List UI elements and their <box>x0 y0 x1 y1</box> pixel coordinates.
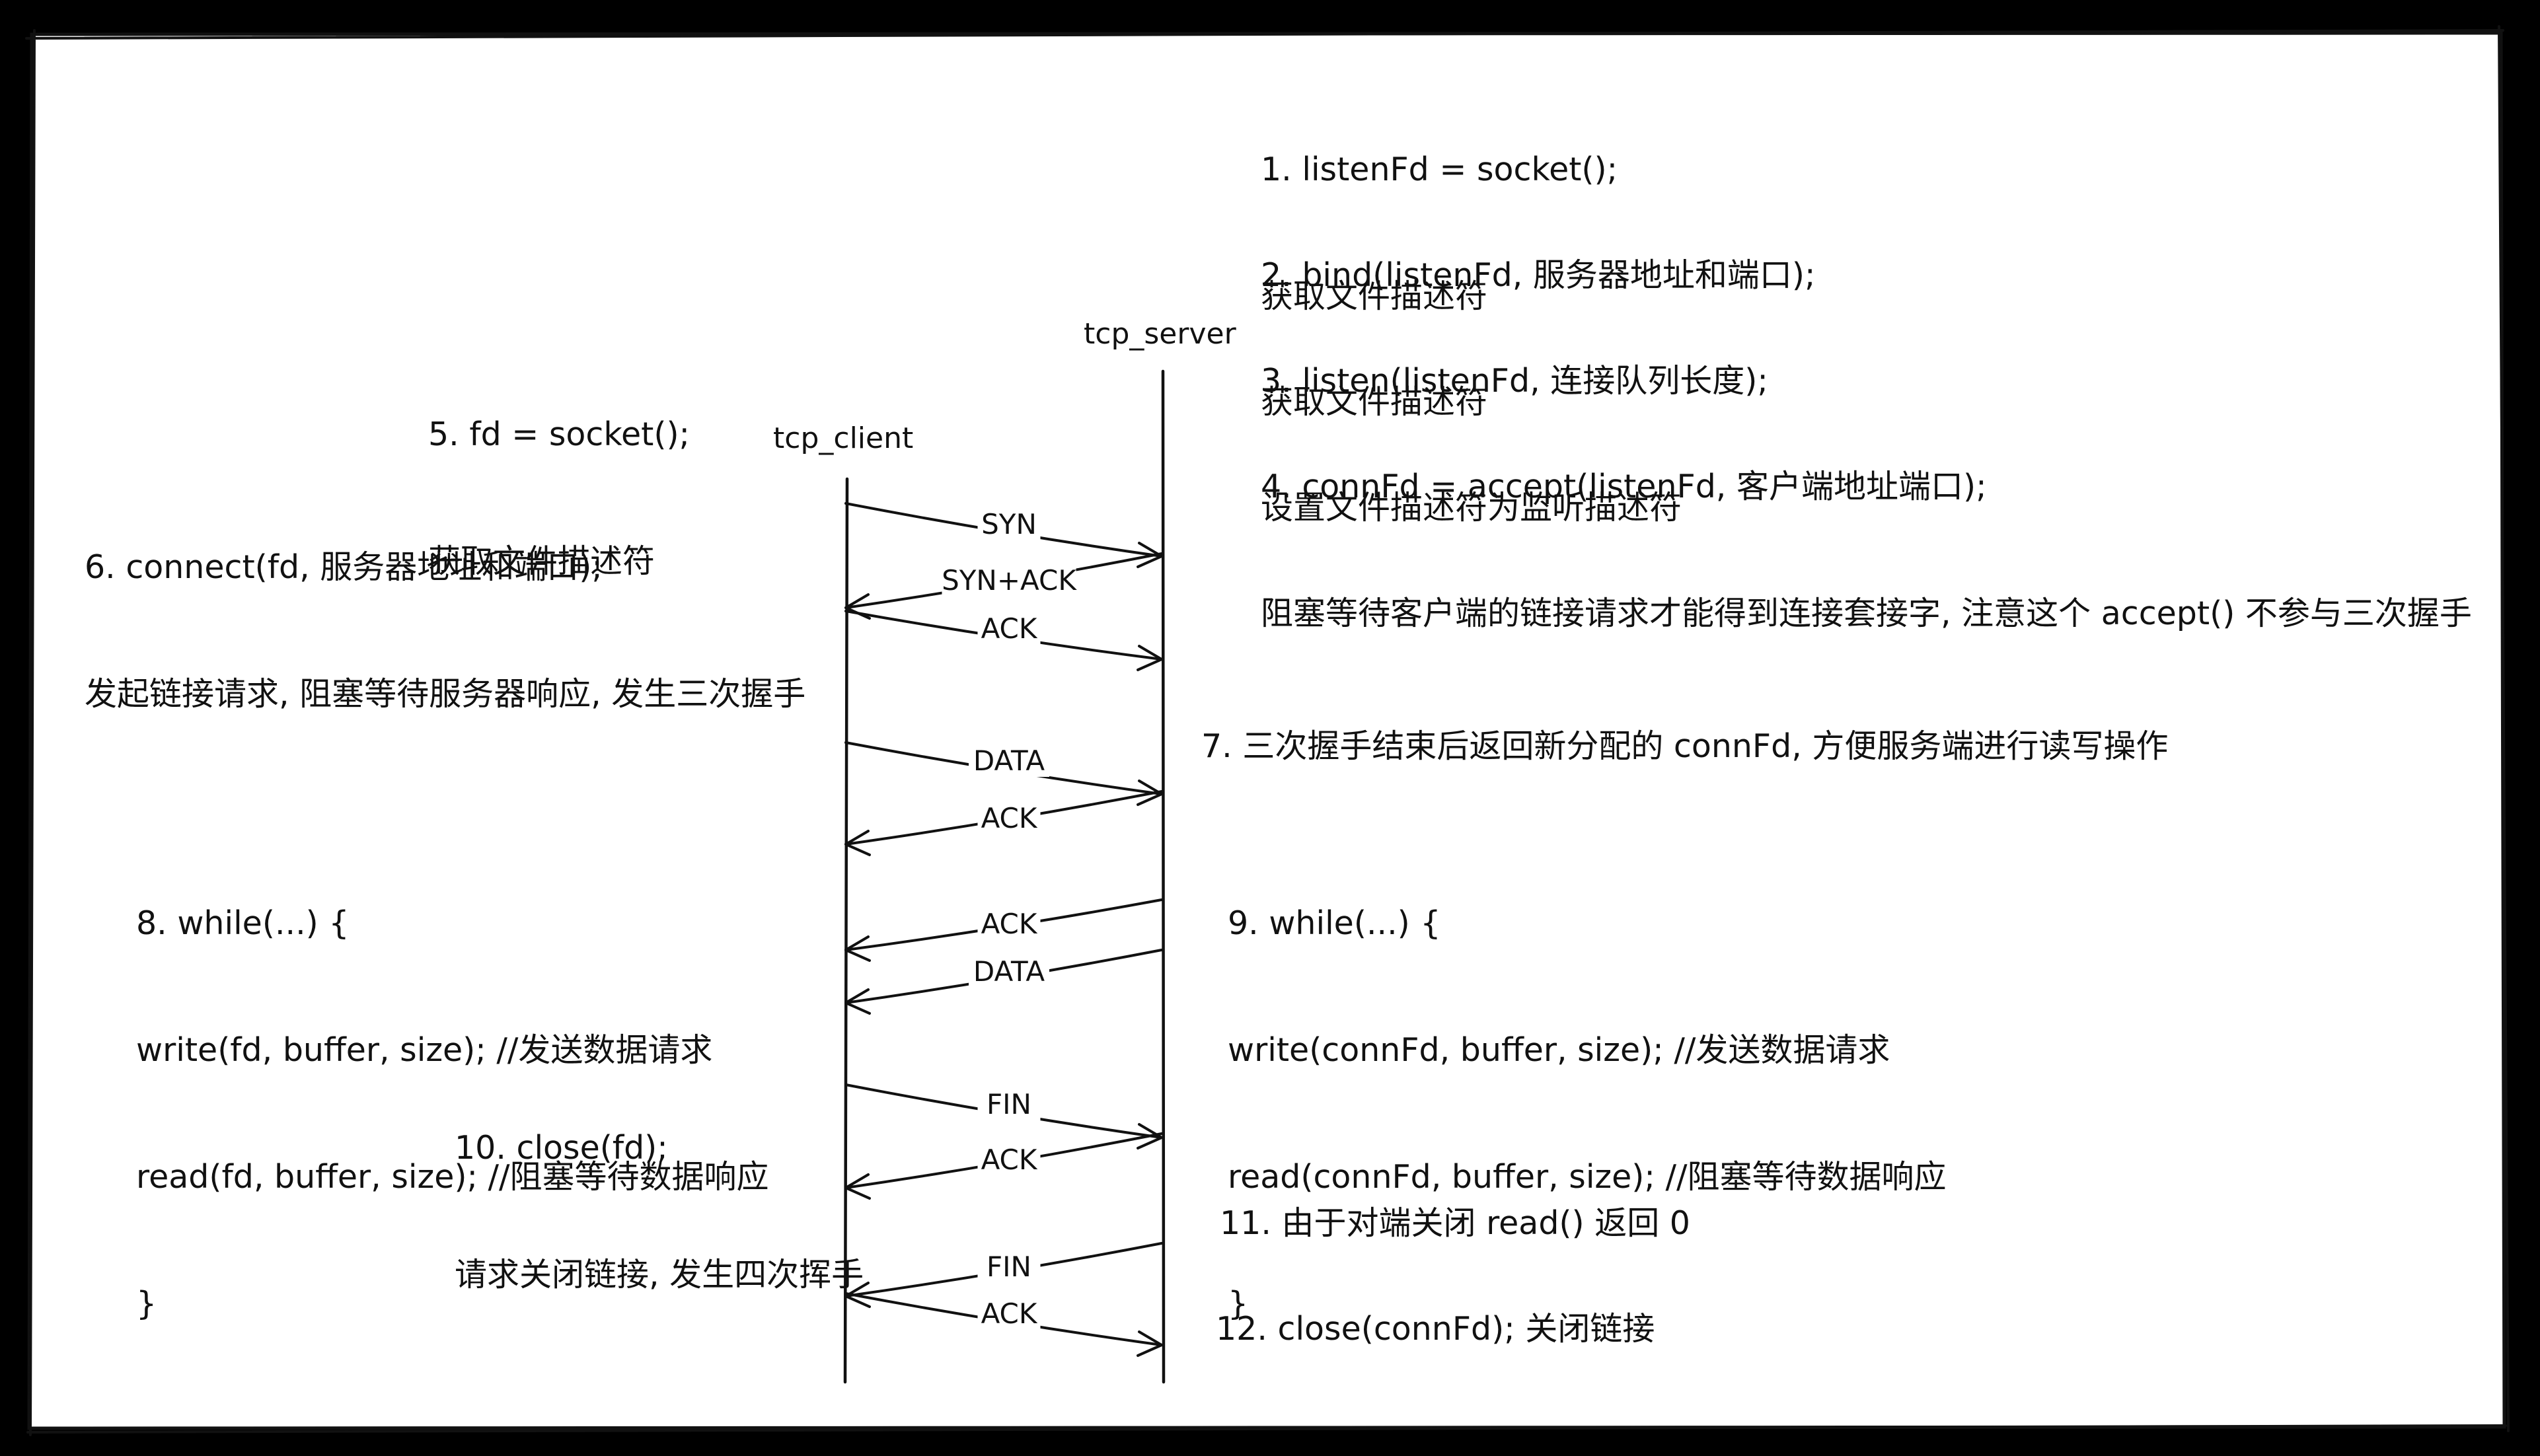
note-8-line-3: read(fd, buffer, size); //阻塞等待数据响应 <box>136 1158 769 1196</box>
message-arrow-head-5 <box>844 830 871 856</box>
message-arrow-head-8 <box>1137 1123 1163 1149</box>
note-2-line-1: 2. bind(listenFd, 服务器地址和端口); <box>1261 256 1816 294</box>
note-9-line-3: read(connFd, buffer, size); //阻塞等待数据响应 <box>1228 1158 1947 1196</box>
note-8-line-2: write(fd, buffer, size); //发送数据请求 <box>136 1031 713 1069</box>
note-8-line-1: 8. while(...) { <box>136 904 350 942</box>
note-6-line-2: 发起链接请求, 阻塞等待服务器响应, 发生三次握手 <box>85 675 806 713</box>
message-label-11: ACK <box>981 1297 1038 1330</box>
note-11-line-1: 11. 由于对端关闭 read() 返回 0 <box>1220 1204 1690 1242</box>
message-label-bg-11 <box>977 1299 1041 1330</box>
note-5-line-1: 5. fd = socket(); <box>428 416 691 453</box>
note-12: 12. close(connFd); 关闭链接 <box>1216 1223 1655 1435</box>
note-1-line-2: 获取文件描述符 <box>1261 277 1488 315</box>
message-label-bg-9 <box>977 1146 1041 1176</box>
message-label-bg-3 <box>977 614 1041 645</box>
note-7-line-1: 7. 三次握手结束后返回新分配的 connFd, 方便服务端进行读写操作 <box>1201 727 2169 765</box>
message-label-bg-1 <box>977 510 1041 540</box>
message-label-bg-4 <box>969 746 1049 777</box>
note-9-line-1: 9. while(...) { <box>1228 904 1441 942</box>
message-arrow-head-11 <box>1137 1330 1163 1357</box>
note-8: 8. while(...) { write(fd, buffer, size);… <box>136 818 769 1410</box>
note-6-line-1: 6. connect(fd, 服务器地址和端口); <box>85 548 603 586</box>
note-8-line-4: } <box>136 1285 157 1323</box>
server-label: tcp_server <box>1084 317 1237 351</box>
note-3-line-1: 3. listen(listenFd, 连接队列长度); <box>1261 362 1768 400</box>
note-12-line-1: 12. close(connFd); 关闭链接 <box>1216 1310 1655 1348</box>
note-3: 3. listen(listenFd, 连接队列长度); 设置文件描述符为监听描… <box>1261 275 1768 614</box>
message-label-10: FIN <box>987 1251 1031 1283</box>
message-arrow-head-1 <box>1137 542 1163 568</box>
note-9: 9. while(...) { write(connFd, buffer, si… <box>1228 818 1947 1410</box>
note-5: 5. fd = socket(); 获取文件描述符 <box>428 329 690 667</box>
message-arrows: SYN SYN+ACK ACK DATA ACK ACK DATA FIN ACK FIN ACK <box>844 502 1163 1357</box>
message-label-8: FIN <box>987 1088 1031 1120</box>
note-11: 11. 由于对端关闭 read() 返回 0 <box>1220 1118 1690 1329</box>
message-label-bg-8 <box>977 1090 1041 1120</box>
note-4-line-1: 4. connFd = accept(listenFd, 客户端地址端口); <box>1261 468 1987 505</box>
note-10-line-2: 请求关闭链接, 发生四次挥手 <box>455 1256 864 1293</box>
note-2-line-2: 获取文件描述符 <box>1261 383 1488 421</box>
note-10-line-1: 10. close(fd); <box>455 1129 668 1167</box>
note-2: 2. bind(listenFd, 服务器地址和端口); 获取文件描述符 <box>1261 170 1816 508</box>
message-label-1: SYN <box>981 508 1037 540</box>
note-7: 7. 三次握手结束后返回新分配的 connFd, 方便服务端进行读写操作 <box>1201 641 2168 852</box>
message-arrow-head-3 <box>1137 645 1163 671</box>
message-label-bg-5 <box>977 804 1041 834</box>
note-9-line-4: } <box>1228 1285 1249 1323</box>
message-label-2: SYN+ACK <box>942 564 1077 597</box>
message-arrow-head-9 <box>844 1173 871 1200</box>
message-label-5: ACK <box>981 802 1038 834</box>
note-4-line-2: 阻塞等待客户端的链接请求才能得到连接套接字, 注意这个 accept() 不参与… <box>1261 595 2472 632</box>
card-border-sketch <box>25 25 2510 1436</box>
message-arrow-head-10 <box>844 1282 871 1308</box>
message-label-bg-2 <box>942 566 1076 597</box>
message-label-bg-6 <box>977 910 1041 940</box>
note-9-line-2: write(connFd, buffer, size); //发送数据请求 <box>1228 1031 1890 1069</box>
message-label-3: ACK <box>981 612 1038 645</box>
server-lifeline <box>1161 369 1166 1384</box>
client-label: tcp_client <box>773 421 913 455</box>
note-10: 10. close(fd); 请求关闭链接, 发生四次挥手 <box>455 1042 864 1381</box>
message-arrow-head-6 <box>844 935 871 962</box>
note-1: 1. listenFd = socket(); 获取文件描述符 <box>1261 64 1618 402</box>
message-label-4: DATA <box>973 745 1045 777</box>
message-label-bg-7 <box>969 957 1049 988</box>
note-4: 4. connFd = accept(listenFd, 客户端地址端口); 阻… <box>1261 381 2472 719</box>
message-label-9: ACK <box>981 1144 1038 1176</box>
message-arrow-head-4 <box>1137 780 1163 806</box>
note-1-line-1: 1. listenFd = socket(); <box>1261 151 1618 188</box>
note-3-line-2: 设置文件描述符为监听描述符 <box>1261 489 1682 527</box>
note-5-line-2: 获取文件描述符 <box>428 542 655 580</box>
message-label-7: DATA <box>973 955 1045 988</box>
message-label-6: ACK <box>981 908 1038 940</box>
message-label-bg-10 <box>977 1253 1041 1283</box>
note-6: 6. connect(fd, 服务器地址和端口); 发起链接请求, 阻塞等待服务… <box>85 462 805 800</box>
message-arrow-head-7 <box>844 988 871 1015</box>
